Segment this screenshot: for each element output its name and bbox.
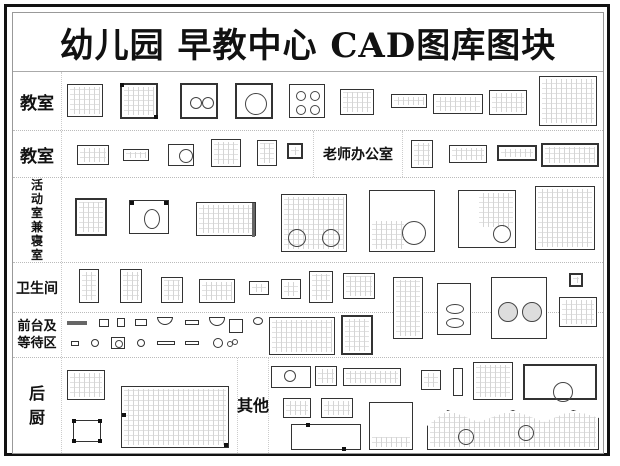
- cad-block[interactable]: [211, 139, 241, 167]
- page-title: 幼儿园 早教中心 CAD图库图块: [13, 13, 603, 72]
- row-activity-bedroom: 活 动 室 兼 寝 室: [13, 178, 603, 263]
- cad-block[interactable]: [491, 277, 547, 339]
- row-kitchen: 后 厨 其他: [13, 358, 603, 453]
- cad-block[interactable]: [168, 144, 194, 166]
- cad-block[interactable]: [67, 370, 105, 400]
- cad-block[interactable]: [569, 273, 583, 287]
- cad-block[interactable]: [229, 319, 243, 333]
- cad-block[interactable]: [458, 190, 516, 248]
- cad-block[interactable]: [99, 319, 109, 327]
- row-label: 后 厨: [13, 358, 62, 453]
- cad-block[interactable]: [117, 318, 125, 327]
- cad-block[interactable]: [369, 402, 413, 450]
- cad-block[interactable]: [137, 339, 145, 347]
- cad-block[interactable]: [120, 269, 142, 303]
- cad-block[interactable]: [111, 337, 125, 349]
- row-reception-waiting: 前台及 等待区: [13, 313, 603, 358]
- cad-block[interactable]: [449, 145, 487, 163]
- row-classroom-1: 教室: [13, 72, 603, 131]
- cad-block[interactable]: [411, 140, 433, 168]
- cad-block[interactable]: [453, 368, 463, 396]
- cad-block[interactable]: [341, 315, 373, 355]
- cad-block[interactable]: [321, 398, 353, 418]
- cad-block[interactable]: [271, 366, 311, 388]
- sub-section-label-others: 其他: [237, 358, 269, 453]
- sub-section-label-teacher-office: 老师办公室: [313, 131, 403, 177]
- cad-block[interactable]: [209, 317, 225, 326]
- cad-block[interactable]: [269, 317, 335, 355]
- cad-block[interactable]: [421, 370, 441, 390]
- cad-block[interactable]: [196, 202, 256, 237]
- cad-block[interactable]: [343, 368, 401, 386]
- cad-block[interactable]: [437, 283, 471, 335]
- cad-block[interactable]: [213, 338, 223, 348]
- cad-block[interactable]: [121, 386, 229, 448]
- cad-block[interactable]: [157, 317, 173, 325]
- cad-block[interactable]: [340, 89, 374, 115]
- cad-block[interactable]: [67, 321, 87, 325]
- row-restroom: 卫生间: [13, 263, 603, 339]
- cad-block[interactable]: [283, 398, 311, 418]
- cad-block[interactable]: [427, 410, 599, 450]
- cad-block[interactable]: [185, 320, 199, 325]
- cad-block[interactable]: [433, 94, 483, 114]
- cad-block[interactable]: [71, 341, 79, 346]
- row-label: 活 动 室 兼 寝 室: [13, 178, 62, 262]
- cad-block[interactable]: [559, 297, 597, 327]
- cad-block[interactable]: [291, 423, 361, 451]
- cad-block[interactable]: [257, 140, 277, 166]
- cad-block[interactable]: [289, 84, 325, 118]
- cad-block[interactable]: [497, 145, 537, 161]
- cad-block[interactable]: [281, 279, 301, 299]
- cad-block[interactable]: [369, 190, 435, 252]
- outer-frame: [4, 4, 610, 456]
- cad-block[interactable]: [473, 362, 513, 400]
- row-label: 前台及 等待区: [13, 313, 62, 357]
- cad-block[interactable]: [489, 90, 527, 115]
- cad-block[interactable]: [77, 145, 109, 165]
- cad-block[interactable]: [535, 186, 595, 250]
- cad-block[interactable]: [180, 83, 218, 119]
- inner-frame: [12, 12, 604, 454]
- cad-block[interactable]: [185, 341, 199, 345]
- row-label: 卫生间: [13, 263, 62, 312]
- cad-block[interactable]: [253, 317, 263, 325]
- cad-block[interactable]: [91, 339, 99, 347]
- cad-block[interactable]: [75, 198, 107, 236]
- cad-block[interactable]: [343, 273, 375, 299]
- cad-block[interactable]: [227, 339, 238, 347]
- cad-block[interactable]: [157, 341, 175, 345]
- cad-block[interactable]: [541, 143, 599, 167]
- cad-block[interactable]: [199, 279, 235, 303]
- cad-block[interactable]: [161, 277, 183, 303]
- cad-block[interactable]: [72, 419, 102, 443]
- row-label: 教室: [13, 72, 62, 130]
- cad-block[interactable]: [129, 200, 169, 234]
- cad-block[interactable]: [539, 76, 597, 126]
- cad-block[interactable]: [315, 366, 337, 386]
- row-label: 教室: [13, 131, 62, 177]
- cad-block[interactable]: [120, 83, 158, 119]
- cad-block[interactable]: [249, 281, 269, 295]
- cad-block[interactable]: [135, 319, 147, 326]
- cad-block[interactable]: [123, 149, 149, 161]
- cad-block[interactable]: [309, 271, 333, 303]
- row-classroom-2: 教室 老师办公室: [13, 131, 603, 178]
- cad-block[interactable]: [67, 84, 103, 117]
- cad-block[interactable]: [287, 143, 303, 159]
- cad-block[interactable]: [235, 83, 273, 119]
- cad-block[interactable]: [79, 269, 99, 303]
- cad-block[interactable]: [393, 277, 423, 339]
- cad-block[interactable]: [281, 194, 347, 252]
- cad-block[interactable]: [523, 364, 597, 402]
- cad-block[interactable]: [391, 94, 427, 108]
